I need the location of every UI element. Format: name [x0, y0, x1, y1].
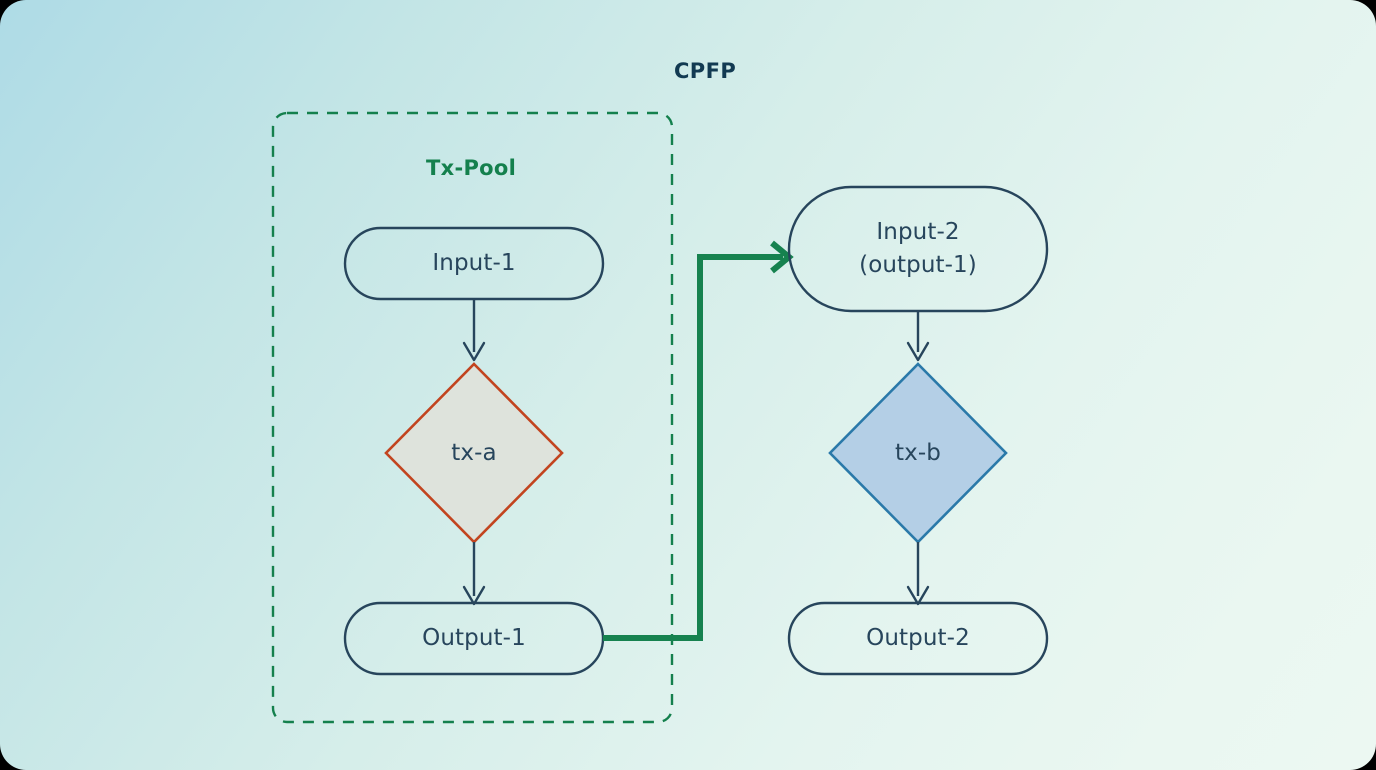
- node-output-2-shape[interactable]: [787, 601, 1049, 676]
- node-output-1-shape[interactable]: [343, 601, 605, 676]
- node-input-1-shape[interactable]: [343, 226, 605, 301]
- node-tx-b-shape[interactable]: [828, 362, 1008, 544]
- tx-pool-group-box: [271, 111, 674, 724]
- edge-input1-to-txa-arrowhead: [462, 341, 486, 362]
- edge-output1-to-input2-line: [603, 254, 783, 641]
- node-tx-a-shape[interactable]: [384, 362, 564, 544]
- edge-input2-to-txb-arrowhead: [906, 341, 930, 362]
- diagram-title: CPFP: [674, 59, 737, 83]
- node-input-2-shape[interactable]: [787, 185, 1049, 313]
- tx-pool-group-label: Tx-Pool: [426, 156, 517, 180]
